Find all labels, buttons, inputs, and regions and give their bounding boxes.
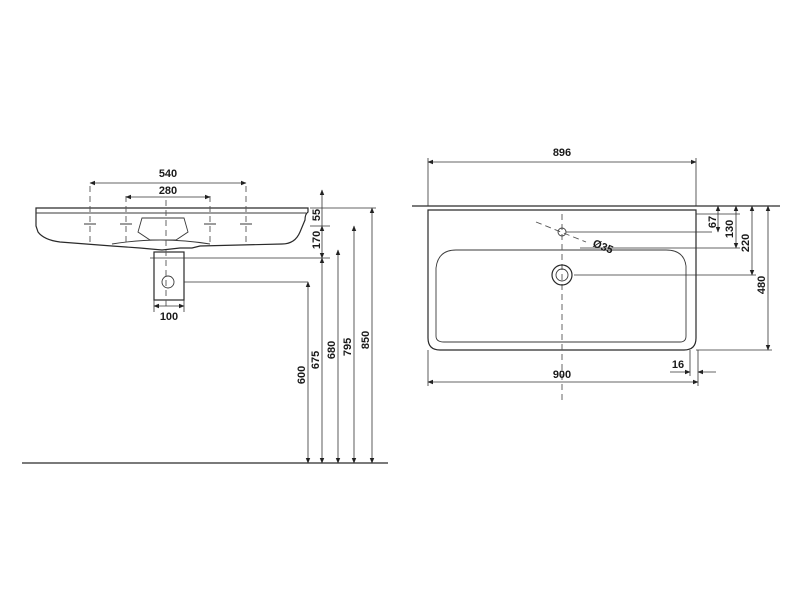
basin-top-bowl bbox=[435, 249, 687, 343]
waste-hole bbox=[551, 264, 573, 286]
dim-675-label: 675 bbox=[310, 351, 322, 369]
dim-600-label: 600 bbox=[296, 366, 308, 384]
dim-850-label: 850 bbox=[360, 331, 372, 349]
dim-680-label: 680 bbox=[326, 341, 338, 359]
dim-100-label: 100 bbox=[160, 311, 178, 323]
basin-inner-curve bbox=[111, 239, 211, 245]
dim-170-label: 170 bbox=[311, 231, 323, 249]
dim-16-label: 16 bbox=[672, 359, 684, 371]
tap-hole-diag bbox=[535, 221, 587, 243]
waste-hole-inner bbox=[555, 268, 569, 282]
dia-35-label: Ø35 bbox=[591, 238, 615, 257]
basin-bowl bbox=[137, 217, 189, 241]
dim-900-label: 900 bbox=[553, 369, 571, 381]
top-view: 896 900 Ø35 67 130 220 480 16 bbox=[412, 147, 780, 400]
trap-outlet bbox=[161, 275, 175, 289]
side-view: 540 280 100 55 170 600 675 680 795 850 bbox=[22, 168, 388, 464]
waste-trap bbox=[153, 251, 185, 301]
dim-67-label: 67 bbox=[707, 216, 719, 228]
basin-side-outline bbox=[35, 207, 309, 251]
dim-130-label: 130 bbox=[724, 220, 736, 238]
dim-280-label: 280 bbox=[159, 185, 177, 197]
dim-55-label: 55 bbox=[311, 209, 323, 221]
basin-top-outline bbox=[427, 209, 697, 351]
dim-795-label: 795 bbox=[342, 338, 354, 356]
dim-896-label: 896 bbox=[553, 147, 571, 159]
dim-220-label: 220 bbox=[740, 234, 752, 252]
dim-540-label: 540 bbox=[159, 168, 177, 180]
dim-480-label: 480 bbox=[756, 276, 768, 294]
